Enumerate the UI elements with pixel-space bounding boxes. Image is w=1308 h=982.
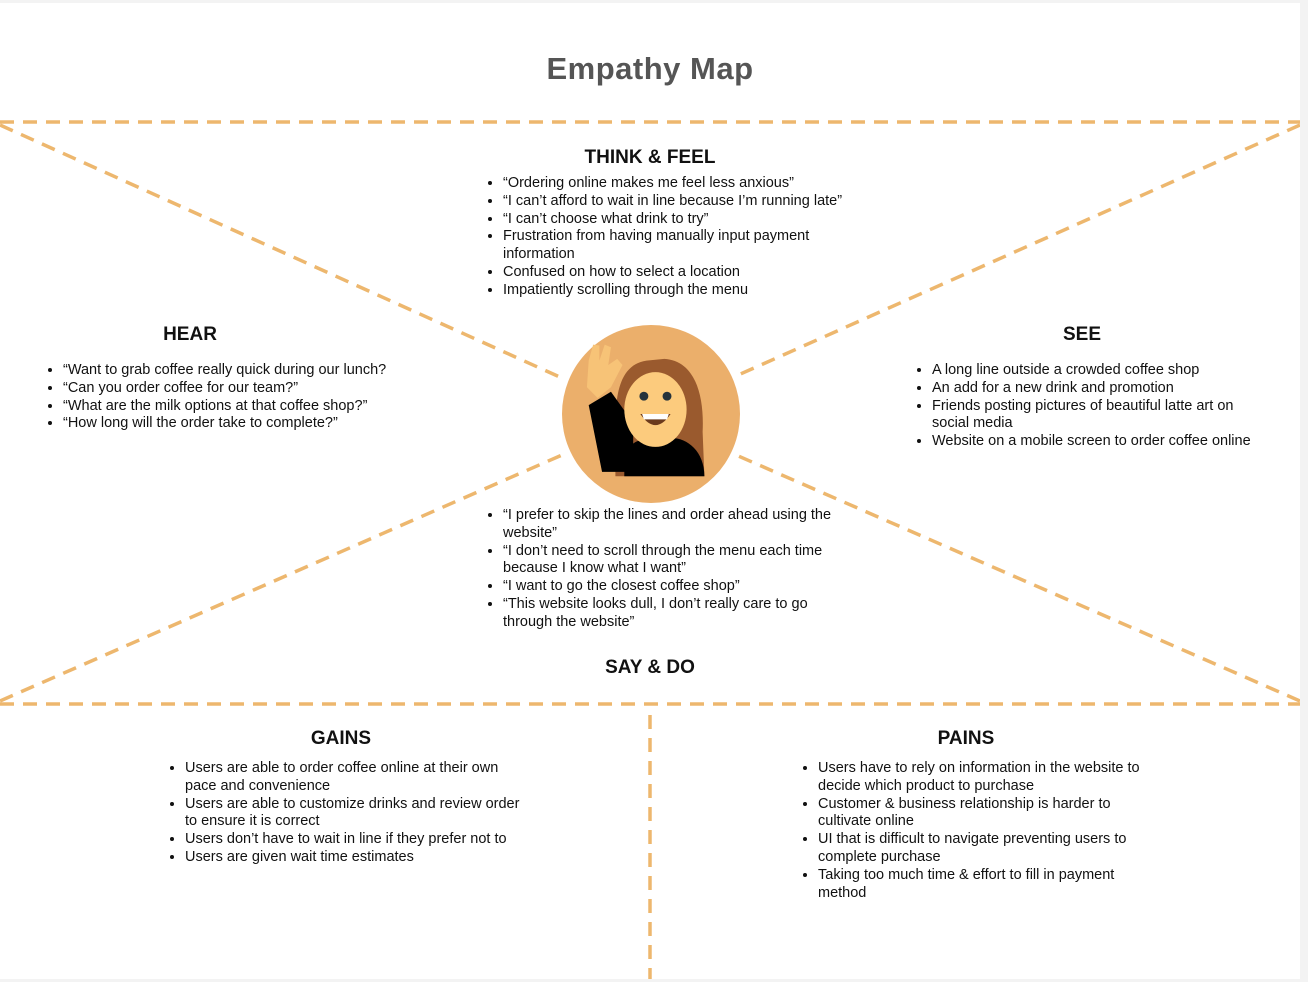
- hear-list: “Want to grab coffee really quick during…: [45, 362, 403, 433]
- list-item: Friends posting pictures of beautiful la…: [932, 398, 1262, 434]
- think-feel-heading: THINK & FEEL: [584, 147, 716, 168]
- list-item: “I prefer to skip the lines and order ah…: [503, 507, 843, 543]
- list-item: “I want to go the closest coffee shop”: [503, 578, 843, 596]
- list-item: Taking too much time & effort to fill in…: [818, 867, 1158, 903]
- list-item: Users are given wait time estimates: [185, 849, 525, 867]
- divider-lines: [0, 120, 1300, 979]
- list-item: Confused on how to select a location: [503, 264, 843, 282]
- say-do-list: “I prefer to skip the lines and order ah…: [485, 507, 843, 632]
- list-item: “What are the milk options at that coffe…: [63, 398, 403, 416]
- gains-list: Users are able to order coffee online at…: [167, 760, 525, 867]
- list-item: “This website looks dull, I don’t really…: [503, 596, 843, 632]
- list-item: Website on a mobile screen to order coff…: [932, 433, 1262, 451]
- see-heading: SEE: [1062, 324, 1102, 345]
- list-item: “Ordering online makes me feel less anxi…: [503, 175, 843, 193]
- diagonal-top-left: [0, 123, 563, 380]
- think-feel-list: “Ordering online makes me feel less anxi…: [485, 175, 843, 300]
- list-item: An add for a new drink and promotion: [932, 380, 1262, 398]
- waving-woman-icon: [586, 344, 705, 477]
- hear-heading: HEAR: [163, 324, 217, 345]
- list-item: UI that is difficult to navigate prevent…: [818, 831, 1158, 867]
- list-item: Users don’t have to wait in line if they…: [185, 831, 525, 849]
- list-item: “I can’t choose what drink to try”: [503, 211, 843, 229]
- list-item: Users are able to order coffee online at…: [185, 760, 525, 796]
- diagonal-bottom-right: [735, 453, 1300, 703]
- diagonal-bottom-left: [0, 453, 563, 703]
- say-do-heading: SAY & DO: [605, 657, 695, 678]
- see-list: A long line outside a crowded coffee sho…: [914, 362, 1262, 451]
- gains-heading: GAINS: [310, 728, 372, 749]
- list-item: Frustration from having manually input p…: [503, 228, 843, 264]
- pains-list: Users have to rely on information in the…: [800, 760, 1158, 902]
- empathy-map-canvas: Empathy Map THINK & FEEL “Ordering onlin…: [0, 3, 1300, 979]
- list-item: “I don’t need to scroll through the menu…: [503, 543, 843, 579]
- list-item: Customer & business relationship is hard…: [818, 796, 1158, 832]
- list-item: “Want to grab coffee really quick during…: [63, 362, 403, 380]
- list-item: “Can you order coffee for our team?”: [63, 380, 403, 398]
- page-title: Empathy Map: [546, 51, 754, 86]
- list-item: A long line outside a crowded coffee sho…: [932, 362, 1262, 380]
- list-item: Impatiently scrolling through the menu: [503, 282, 843, 300]
- pains-heading: PAINS: [937, 728, 995, 749]
- persona-avatar: [562, 325, 740, 503]
- list-item: “I can’t afford to wait in line because …: [503, 193, 843, 211]
- list-item: Users are able to customize drinks and r…: [185, 796, 525, 832]
- list-item: “How long will the order take to complet…: [63, 415, 403, 433]
- diagonal-top-right: [735, 123, 1300, 378]
- list-item: Users have to rely on information in the…: [818, 760, 1158, 796]
